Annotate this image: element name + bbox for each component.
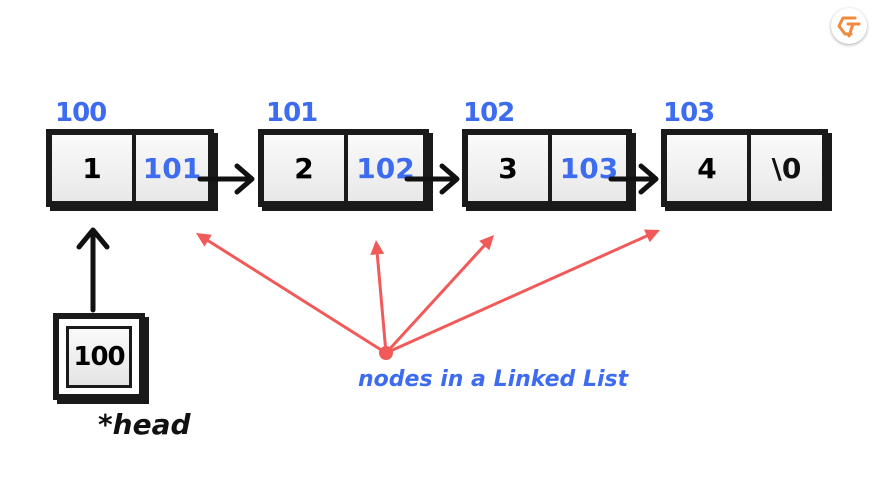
node-next-cell: 101 bbox=[136, 135, 208, 201]
annotation-arrow-head bbox=[644, 229, 660, 243]
node-next-cell: 102 bbox=[348, 135, 423, 201]
list-node: 2 102 bbox=[258, 129, 429, 207]
annotation-arrow bbox=[384, 241, 489, 355]
annotation-origin-dot bbox=[379, 346, 393, 360]
list-node: 1 101 bbox=[46, 129, 214, 207]
node-next-cell: 103 bbox=[552, 135, 626, 201]
node-next-cell: \0 bbox=[751, 135, 822, 201]
annotation-arrow bbox=[203, 237, 387, 355]
head-pointer-arrow-head bbox=[76, 227, 110, 250]
list-node: 3 103 bbox=[462, 129, 632, 207]
annotation-arrow-head bbox=[196, 233, 212, 247]
annotation-arrow bbox=[375, 249, 388, 354]
head-pointer-value: 100 bbox=[66, 325, 132, 388]
next-pointer-arrow-head bbox=[638, 163, 659, 195]
head-pointer-label: *head bbox=[98, 408, 191, 441]
head-pointer-box: 100 bbox=[53, 313, 145, 400]
node-data-cell: 2 bbox=[264, 135, 348, 201]
brand-logo bbox=[831, 8, 867, 44]
node-address-label: 102 bbox=[463, 98, 515, 128]
next-pointer-arrow-head bbox=[439, 163, 460, 195]
annotation-arrow bbox=[385, 232, 652, 355]
diagram-caption: nodes in a Linked List bbox=[358, 367, 629, 392]
node-address-label: 100 bbox=[55, 98, 107, 128]
node-address-label: 103 bbox=[663, 98, 715, 128]
annotation-arrows bbox=[196, 229, 660, 360]
brand-logo-icon bbox=[837, 16, 861, 38]
annotation-arrow-head bbox=[479, 235, 494, 251]
annotation-arrow-head bbox=[370, 240, 385, 255]
list-node: 4 \0 bbox=[661, 129, 828, 207]
node-data-cell: 4 bbox=[667, 135, 751, 201]
node-data-cell: 1 bbox=[52, 135, 136, 201]
node-data-cell: 3 bbox=[468, 135, 552, 201]
next-pointer-arrow-head bbox=[234, 163, 255, 195]
node-address-label: 101 bbox=[266, 98, 318, 128]
